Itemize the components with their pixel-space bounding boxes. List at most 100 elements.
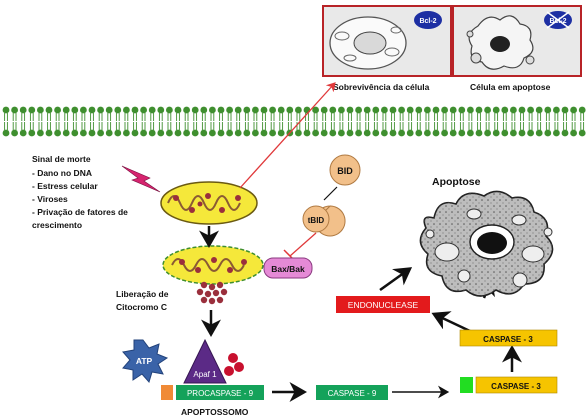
lipid-head [88,129,96,137]
lipid-tail [459,113,464,121]
lipid-head [183,129,191,137]
caspase9-label: CASPASE - 9 [328,389,377,398]
lipid-head [217,129,225,137]
lipid-head [226,106,234,114]
lipid-head [88,106,96,114]
lipid-tail [55,122,60,130]
lipid-head [346,106,354,114]
lipid-tail [305,113,309,121]
lipid-tail [141,113,146,121]
lipid-head [329,106,337,114]
lipid-tail [29,122,34,130]
lipid-head [432,129,440,137]
lipid-head [492,129,500,137]
lipid-tail [287,122,292,130]
lipid-head [260,106,268,114]
lipid-tail [90,122,94,130]
endonuclease-label: ENDONUCLEASE [348,300,419,310]
lipid-tail [485,113,490,121]
lipid-head [105,106,113,114]
caspase9-box: CASPASE - 9 [316,385,388,400]
lipid-head [432,106,440,114]
lipid-head [80,129,87,137]
lipid-head [363,106,371,114]
death-signal-item: - Privação de fatores de [32,207,128,217]
lipid-head [157,129,165,137]
procaspase9-label: PROCASPASE - 9 [187,389,254,398]
lipid-head [475,106,483,114]
lipid-head [510,129,517,137]
lipid-tail [124,122,129,130]
lipid-tail [193,122,198,130]
apaf1-triangle: Apaf 1 [183,338,227,384]
lipid-head [441,129,448,137]
lipid-tail [373,122,378,130]
lipid-head [209,129,216,137]
lipid-tail [451,122,456,130]
lipid-head [269,106,276,114]
bax-bak-label: Bax/Bak [271,264,305,274]
lipid-tail [313,122,318,130]
lipid-tail [365,122,370,130]
lipid-tail [12,122,17,130]
lipid-tail [399,113,404,121]
lipid-tail [176,122,180,130]
lipid-head [226,129,234,137]
lipid-head [209,106,216,114]
lipid-head [200,129,208,137]
lipid-tail [107,122,112,130]
lipid-tail [64,113,69,121]
caspase3-label: CASPASE - 3 [491,382,541,391]
lipid-tail [537,113,542,121]
lipid-head [71,106,79,114]
lipid-tail [150,122,155,130]
lipid-tail [115,113,120,121]
lipid-tail [81,122,86,130]
cytochrome-label: Liberação de [116,289,169,299]
lipid-tail [29,113,34,121]
lipid-head [372,106,380,114]
lipid-tail [227,122,232,130]
lipid-tail [348,122,352,130]
death-signal-item: - Estress celular [32,181,98,191]
lipid-tail [21,122,26,130]
lipid-head [269,129,276,137]
lipid-tail [158,122,163,130]
death-signal-block: Sinal de morte - Dano no DNA - Estress c… [32,154,128,230]
apoptosis-title: Apoptose [432,176,481,188]
lipid-tail [296,122,301,130]
lipid-head [578,129,586,137]
lipid-head [252,129,259,137]
lipid-head [320,129,328,137]
apoptosis-cell-label: Célula em apoptose [470,82,551,92]
lipid-head [295,129,302,137]
lipid-head [303,106,311,114]
bax-bak-protein: Bax/Bak [263,257,313,279]
lipid-head [157,106,165,114]
lipid-tail [38,122,43,130]
lipid-head [37,106,44,114]
lipid-tail [580,113,585,121]
death-signal-item: - Dano no DNA [32,168,92,178]
lipid-head [424,129,431,137]
lipid-tail [348,113,352,121]
lipid-tail [133,122,137,130]
lipid-tail [322,122,327,130]
lipid-head [527,129,534,137]
lipid-tail [365,113,370,121]
mitochondrion-top [160,181,258,225]
lipid-tail [115,122,120,130]
lipid-head [449,106,457,114]
lipid-tail [287,113,292,121]
death-signal-item: - Viroses [32,194,68,204]
lipid-head [114,129,122,137]
lipid-tail [468,113,473,121]
lipid-head [553,129,560,137]
lipid-head [54,129,61,137]
lipid-tail [485,122,490,130]
lipid-head [19,106,27,114]
lipid-head [148,129,156,137]
lipid-tail [468,122,473,130]
lipid-head [80,106,87,114]
